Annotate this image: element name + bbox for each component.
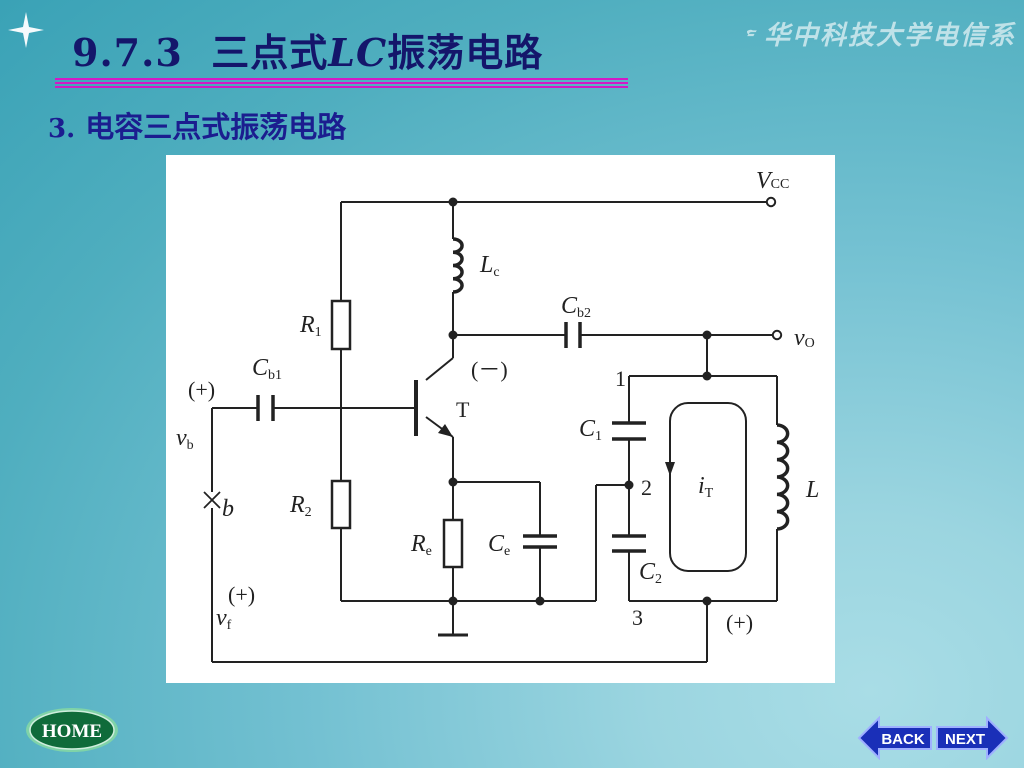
resistor-re xyxy=(442,518,464,569)
label-vo: vO xyxy=(794,325,815,351)
circuit-figure: VCC Lc Cb2 vO R1 (－) Cb1 (+) T vb 1 C1 2… xyxy=(166,155,835,683)
label-r1: R1 xyxy=(299,312,322,340)
home-button[interactable]: HOME xyxy=(24,706,120,754)
subtitle-number: 3. xyxy=(48,114,76,144)
title-number: 9.7.3 xyxy=(72,30,183,75)
label-node-1: 1 xyxy=(615,366,626,391)
label-c1: C1 xyxy=(579,416,602,444)
title-suffix: 振荡电路 xyxy=(387,30,544,75)
next-label: NEXT xyxy=(945,731,985,748)
label-vcc: VCC xyxy=(756,168,789,194)
home-label: HOME xyxy=(42,721,102,742)
current-arrow-icon xyxy=(665,462,675,476)
next-button[interactable]: NEXT xyxy=(935,716,1009,760)
label-plus-b: (+) xyxy=(188,377,215,402)
back-button[interactable]: BACK xyxy=(857,716,933,760)
inductor-lc xyxy=(452,237,464,294)
label-plus-3: (+) xyxy=(726,610,753,635)
label-node-3: 3 xyxy=(632,605,643,630)
label-re: Re xyxy=(410,531,432,559)
label-c2: C2 xyxy=(639,559,662,587)
label-it: iT xyxy=(698,473,714,501)
label-vb: vb xyxy=(176,425,194,453)
slide-title: 9.7.3 三点式LC振荡电路 xyxy=(72,22,543,77)
logo-emblem-icon xyxy=(746,29,757,37)
capacitor-cb2 xyxy=(564,322,582,348)
capacitor-cb1 xyxy=(256,395,275,421)
colpitts-circuit-diagram: VCC Lc Cb2 vO R1 (－) Cb1 (+) T vb 1 C1 2… xyxy=(176,168,819,663)
sparkle-icon xyxy=(8,12,44,48)
break-mark-icon xyxy=(203,491,221,509)
label-node-2: 2 xyxy=(641,475,652,500)
title-lc: LC xyxy=(328,30,388,75)
vo-terminal xyxy=(771,329,783,341)
capacitor-c2 xyxy=(612,534,646,553)
label-ce: Ce xyxy=(488,531,510,559)
back-label: BACK xyxy=(881,731,924,748)
current-loop xyxy=(669,402,747,572)
vcc-terminal xyxy=(765,196,777,208)
logo-text: 华中科技大学电信系 xyxy=(763,20,1016,51)
label-cb1: Cb1 xyxy=(252,355,282,383)
resistor-r2 xyxy=(330,479,352,530)
junction-dots xyxy=(448,197,712,606)
subtitle-text: 电容三点式振荡电路 xyxy=(85,110,347,144)
capacitor-ce xyxy=(523,534,557,549)
inductor-l xyxy=(776,423,790,531)
resistor-r1 xyxy=(330,299,352,351)
label-r2: R2 xyxy=(289,492,312,520)
title-text: 三点式 xyxy=(211,30,329,75)
section-subtitle: 3. 电容三点式振荡电路 xyxy=(48,104,346,146)
label-vf: vf xyxy=(216,605,232,633)
label-plus-f: (+) xyxy=(228,582,255,607)
university-logo: 华中科技大学电信系 xyxy=(746,14,1016,52)
label-l: L xyxy=(805,477,819,503)
title-underline xyxy=(55,78,628,90)
label-lc: Lc xyxy=(479,252,500,280)
label-minus: (－) xyxy=(471,357,508,382)
capacitor-c1 xyxy=(612,421,646,441)
label-transistor: T xyxy=(456,397,470,422)
emitter-arrow-icon xyxy=(438,424,453,437)
label-cb2: Cb2 xyxy=(561,293,591,321)
label-break-b: b xyxy=(222,496,234,522)
